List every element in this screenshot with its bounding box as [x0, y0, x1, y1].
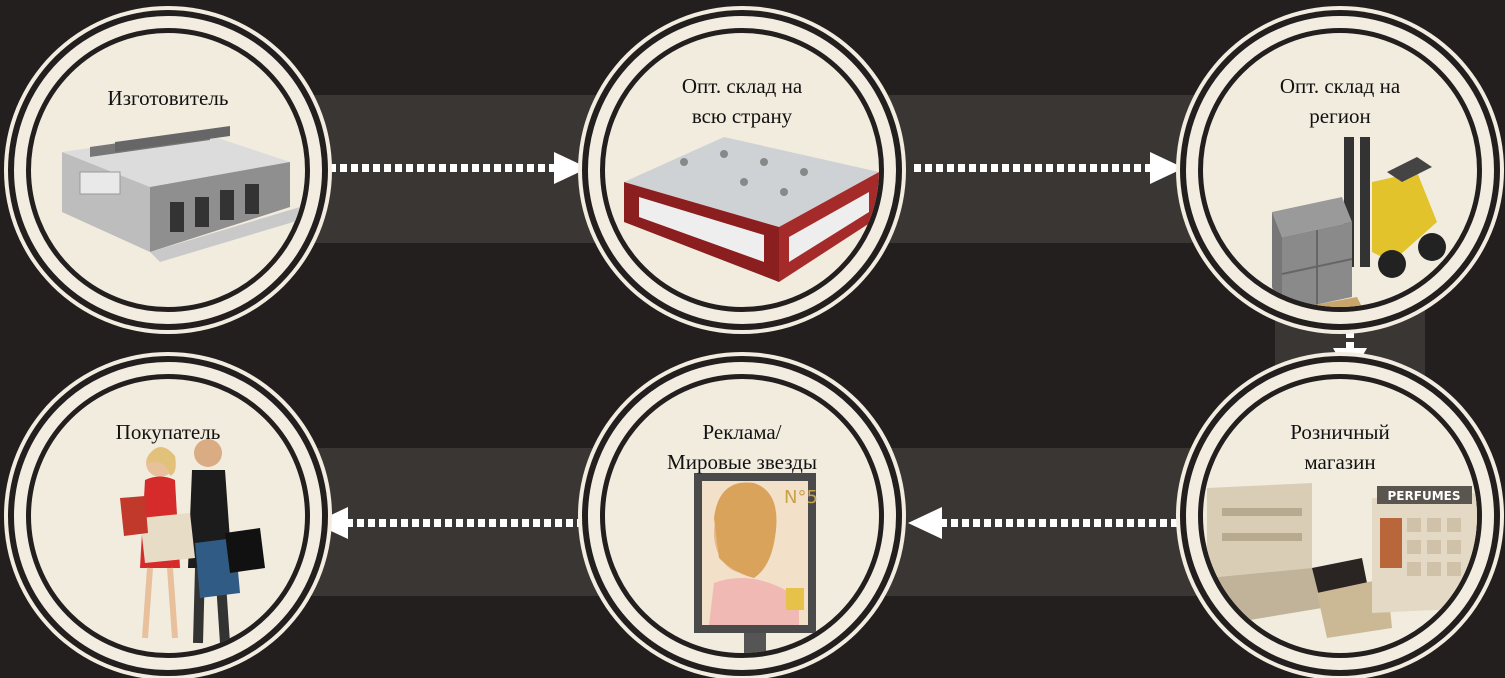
arrow-advertising-to-buyer [312, 505, 587, 541]
node-label: Покупатель [31, 417, 305, 447]
node-retail-store: PERFUMES Розничный магазин [1186, 362, 1494, 670]
node-advertising: N°5 Реклама/ Мировые звезды [588, 362, 896, 670]
node-label: Розничный магазин [1203, 417, 1477, 477]
arrow-retail-to-advertising [906, 505, 1181, 541]
node-buyer: Покупатель [14, 362, 322, 670]
node-label: Опт. склад на регион [1203, 71, 1477, 131]
node-label: Реклама/ Мировые звезды [605, 417, 879, 477]
node-label: Опт. склад на всю страну [605, 71, 879, 131]
node-manufacturer: Изготовитель [14, 16, 322, 324]
node-label: Изготовитель [31, 83, 305, 113]
node-regional-warehouse: Опт. склад на регион [1186, 16, 1494, 324]
factory-icon [26, 28, 310, 312]
arrow-manufacturer-to-national [316, 150, 591, 186]
arrow-national-to-regional [912, 150, 1187, 186]
billboard-brand: N°5 [784, 487, 818, 508]
perfumes-sign: PERFUMES [1388, 489, 1461, 503]
node-national-warehouse: Опт. склад на всю страну [588, 16, 896, 324]
